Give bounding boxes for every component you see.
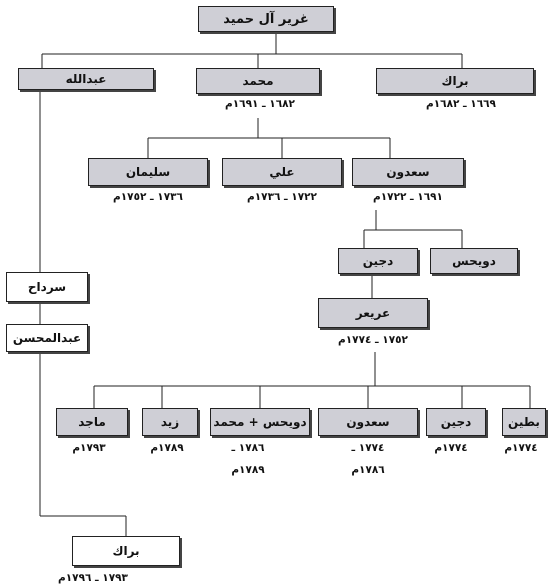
node-majid: ماجد (56, 408, 128, 436)
node-barrak: براك (376, 68, 534, 94)
node-butain: بطين (502, 408, 546, 436)
node-muhammad: محمد (196, 68, 320, 94)
dates-duwaihis-muhammad-end: ١٧٨٩م (231, 464, 265, 476)
node-barrak-late: براك (72, 536, 180, 566)
dates-muhammad: ١٦٨٢ ـ ١٦٩١م (225, 98, 295, 110)
node-sulayman: سليمان (88, 158, 208, 186)
dates-sulayman: ١٧٣٦ ـ ١٧٥٢م (113, 191, 183, 203)
node-zaid: زيد (142, 408, 198, 436)
node-duwaihis: دويحس (430, 248, 518, 274)
node-duwaihis-muhammad: دويحس + محمد (210, 408, 310, 436)
dates-barrak: ١٦٦٩ ـ ١٦٨٢م (426, 98, 496, 110)
node-abdullah: عبدالله (18, 68, 154, 90)
dates-sadun-son-start: ١٧٧٤ ـ (351, 442, 385, 454)
dates-ali: ١٧٢٢ ـ ١٧٣٦م (247, 191, 317, 203)
node-uraiar: عريعر (318, 298, 428, 328)
node-dujain-son: دجين (426, 408, 486, 436)
root-node-ghurair: غرير آل حميد (198, 6, 334, 32)
node-sadun-son: سعدون (318, 408, 418, 436)
dates-uraiar: ١٧٥٢ ـ ١٧٧٤م (338, 334, 408, 346)
node-sirdah: سرداح (6, 272, 88, 302)
dates-barrak-late: ١٧٩٣ ـ ١٧٩٦م (58, 572, 128, 584)
node-abdulmuhsin: عبدالمحسن (6, 324, 88, 352)
dates-butain: ١٧٧٤م (504, 442, 538, 454)
dates-zaid: ١٧٨٩م (150, 442, 184, 454)
node-sadun: سعدون (352, 158, 464, 186)
dates-duwaihis-muhammad-start: ١٧٨٦ ـ (231, 442, 265, 454)
dates-dujain-son: ١٧٧٤م (434, 442, 468, 454)
dates-sadun-son-end: ١٧٨٦م (351, 464, 385, 476)
node-ali: علي (222, 158, 342, 186)
node-dujain: دجين (338, 248, 418, 274)
dates-majid: ١٧٩٣م (72, 442, 106, 454)
dates-sadun: ١٦٩١ ـ ١٧٢٢م (373, 191, 443, 203)
